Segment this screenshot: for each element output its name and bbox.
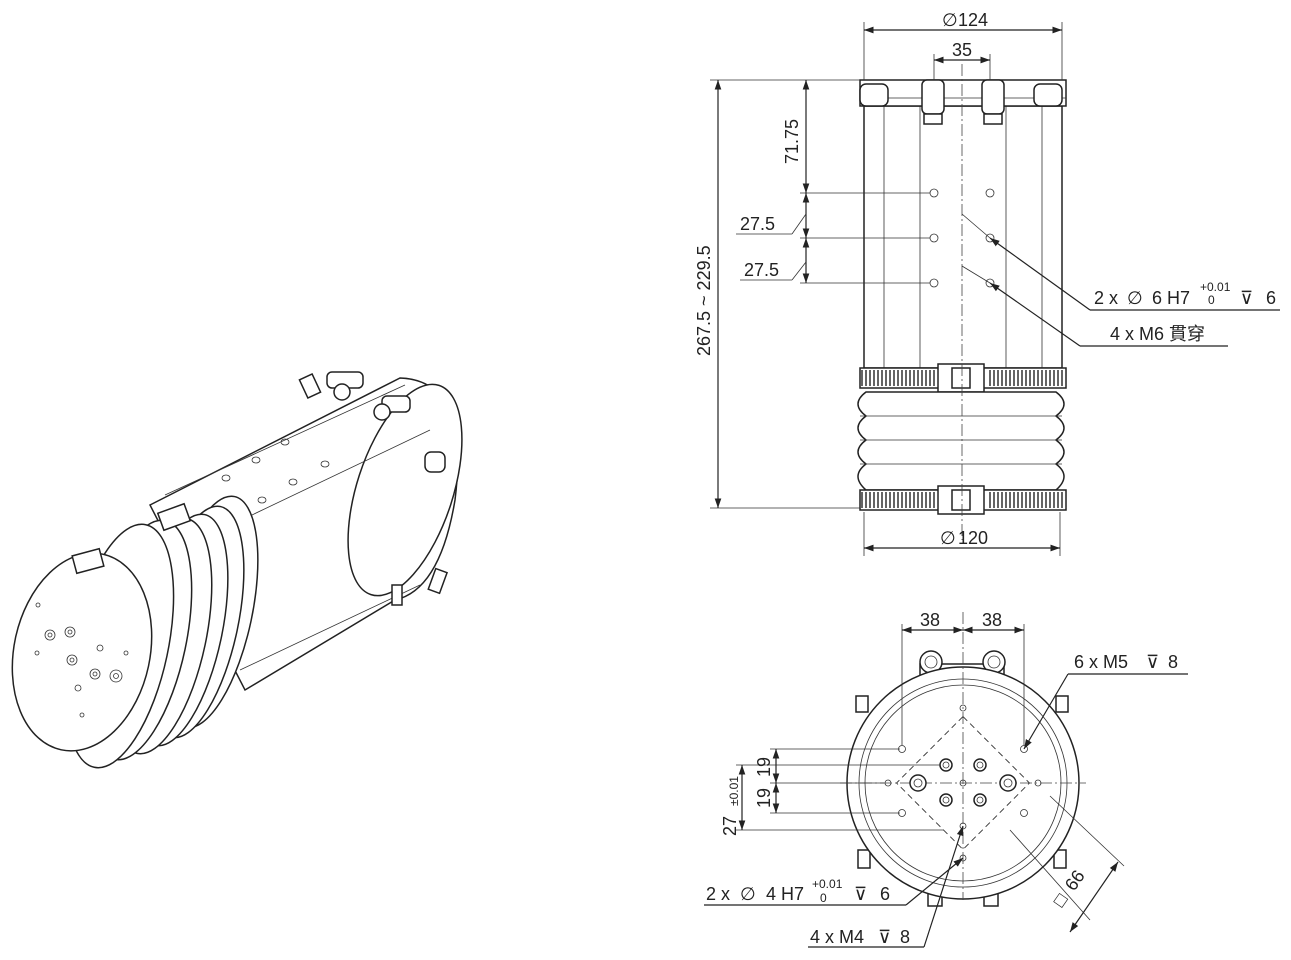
side-bolt-right	[1033, 83, 1063, 107]
side-bellows	[857, 391, 1065, 491]
dim-line-face-square	[1069, 861, 1119, 933]
iso-front-face	[11, 552, 153, 752]
symbol-diameter-pin-face: ∅	[740, 884, 756, 904]
dim-face-right: 38	[982, 610, 1002, 630]
pin-holes-face-size: 4 H7	[766, 884, 804, 904]
iso-body-holes	[221, 438, 330, 504]
dim-face-square: 66	[1061, 866, 1089, 894]
symbol-diameter-pin-side: ∅	[1127, 288, 1143, 308]
iso-face-holes	[34, 602, 129, 718]
symbol-depth-pin-side: ⊽	[1240, 288, 1253, 308]
symbol-depth-face-m4: ⊽	[878, 927, 891, 947]
iso-clamp-rear	[156, 502, 192, 532]
dim-spacing-a: 27.5	[740, 214, 775, 234]
side-air-fittings	[921, 79, 1005, 125]
symbol-depth-pin-face: ⊽	[854, 884, 867, 904]
face-taps-depth: 8	[1168, 652, 1178, 672]
face-view: 38 38 6 x M5 ⊽ 8 19 19 27 ±0.01 □ 66 2 x…	[704, 610, 1188, 948]
iso-air-fittings	[298, 371, 449, 606]
dim-top-offset: 71.75	[782, 119, 802, 164]
dim-face-v3: 27	[720, 816, 740, 836]
face-taps: 6 x M5	[1074, 652, 1128, 672]
side-bolt-left	[859, 83, 889, 107]
tap-side: 4 x M6 貫穿	[1110, 324, 1205, 344]
dim-total-length: 267.5 ~ 229.5	[694, 245, 714, 356]
symbol-diameter-top: ∅	[942, 10, 958, 30]
face-m4: 4 x M4	[810, 927, 864, 947]
side-view: ∅ 124 35 71.75 27.5 27.5 267.5 ~ 229.5 ∅…	[694, 10, 1280, 556]
side-band-bottom-knurl	[861, 492, 1063, 508]
pin-holes-side-depth: 6	[1266, 288, 1276, 308]
dim-face-v2: 19	[754, 788, 774, 808]
leader-face-taps	[1023, 673, 1069, 750]
symbol-diameter-bottom: ∅	[940, 528, 956, 548]
leader-pin-holes-face	[905, 857, 964, 906]
side-band-top-knurl	[861, 370, 1063, 386]
face-holes	[884, 704, 1042, 862]
leader-face-m4	[923, 825, 964, 948]
iso-rear-flange	[347, 383, 463, 597]
dim-face-v3-tol: ±0.01	[727, 776, 741, 806]
face-m4-depth: 8	[900, 927, 910, 947]
dim-face-left: 38	[920, 610, 940, 630]
pin-holes-side-tol-lower: 0	[1208, 293, 1215, 307]
leader-tap-side	[989, 282, 1081, 347]
dim-face-v1: 19	[754, 757, 774, 777]
isometric-view	[11, 371, 463, 769]
dim-bottom-diameter: 120	[958, 528, 988, 548]
leader-pin-holes-side	[989, 237, 1091, 311]
dim-spacing-b: 27.5	[744, 260, 779, 280]
pin-holes-face-depth: 6	[880, 884, 890, 904]
side-body	[863, 105, 1063, 369]
pin-holes-side-size: 6 H7	[1152, 288, 1190, 308]
pin-holes-face-prefix: 2 x	[706, 884, 730, 904]
symbol-depth-face-taps: ⊽	[1146, 652, 1159, 672]
pin-holes-face-tol-lower: 0	[820, 891, 827, 905]
pin-holes-face-tol-upper: +0.01	[812, 877, 843, 891]
pin-holes-side-tol-upper: +0.01	[1200, 280, 1231, 294]
face-bolt-square	[895, 715, 1031, 851]
pin-holes-side-prefix: 2 x	[1094, 288, 1118, 308]
dim-fitting-spacing: 35	[952, 40, 972, 60]
symbol-square: □	[1049, 890, 1072, 910]
side-top-flange	[859, 79, 1067, 107]
dim-top-diameter: 124	[958, 10, 988, 30]
iso-clamp-front	[71, 547, 105, 575]
